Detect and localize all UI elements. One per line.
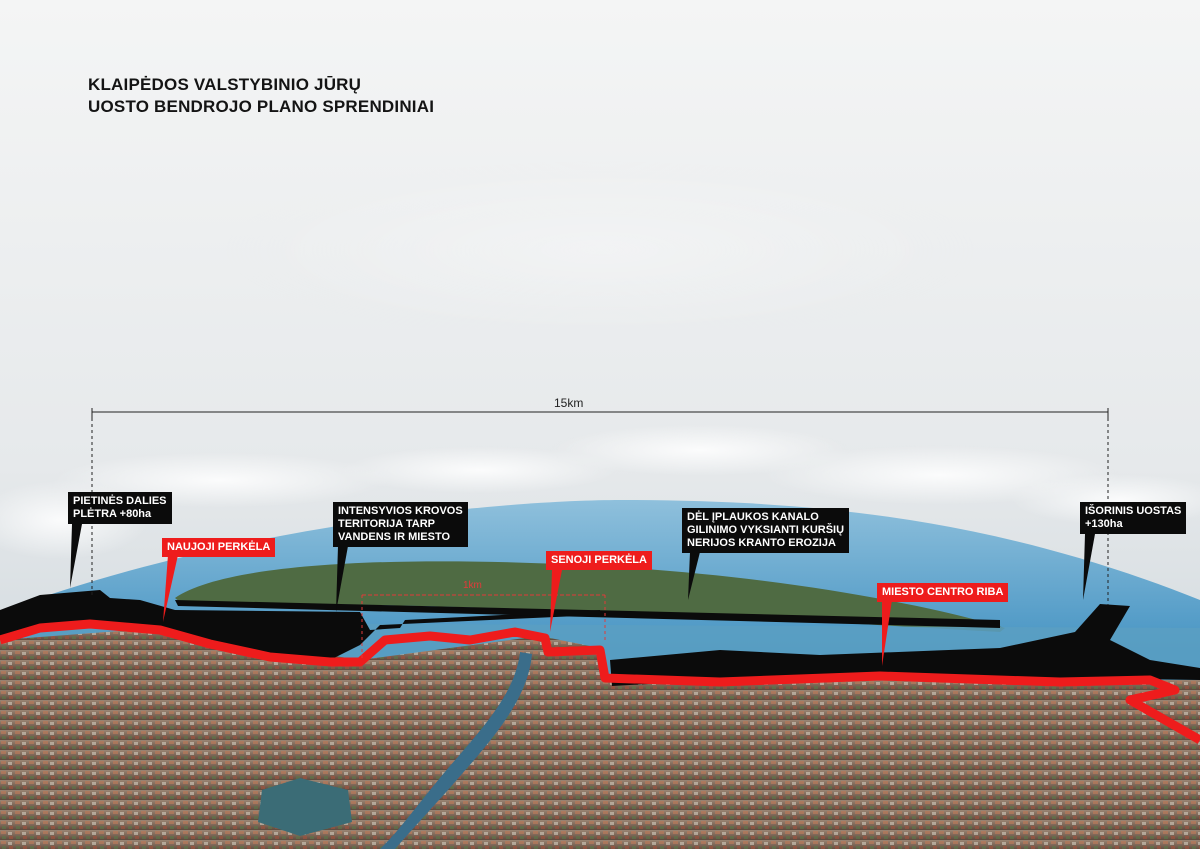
callout-line: TERITORIJA TARP [338,518,435,530]
title-line-2: UOSTO BENDROJO PLANO SPRENDINIAI [88,97,435,116]
castle-fortress [258,778,352,836]
scale-bar-15km [91,408,1109,605]
callout-line: DĖL ĮPLAUKOS KANALO [687,511,819,523]
callout-outer-port: IŠORINIS UOSTAS +130ha [1080,502,1187,534]
scale-total-label: 15km [554,396,584,410]
callout-line: NERIJOS KRANTO EROZIJA [687,537,836,549]
callout-line: IŠORINIS UOSTAS [1085,505,1182,517]
callout-line: NAUJOJI PERKĖLA [167,541,271,553]
dane-river [380,652,532,849]
curonian-spit [175,561,1005,632]
callout-old-ferry: SENOJI PERKĖLA [546,551,652,570]
callout-spit-erosion: DĖL ĮPLAUKOS KANALO GILINIMO VYKSIANTI K… [682,508,850,553]
callout-line: PLĖTRA +80ha [73,508,152,520]
callout-new-ferry: NAUJOJI PERKĖLA [162,538,276,557]
port-east [610,604,1200,686]
callout-intensive-cargo: INTENSYVIOS KROVOS TERITORIJA TARP VANDE… [333,502,468,547]
port-ridge [175,600,1000,628]
page-title: KLAIPĖDOS VALSTYBINIO JŪRŲ UOSTO BENDROJ… [88,74,434,118]
callout-line: SENOJI PERKĖLA [551,554,647,566]
scale-bar-1km [361,594,606,660]
port-area [0,590,600,660]
callout-line: INTENSYVIOS KROVOS [338,505,463,517]
city-boundary-line [0,619,1200,744]
callout-city-center-boundary: MIESTO CENTRO RIBA [877,583,1009,602]
callout-south-expansion: PIETINĖS DALIES PLĖTRA +80ha [68,492,172,524]
scale-segment-label: 1km [463,580,482,591]
callout-line: GILINIMO VYKSIANTI KURŠIŲ [687,524,845,536]
callout-line: +130ha [1085,518,1123,530]
callout-line: VANDENS IR MIESTO [338,531,451,543]
title-line-1: KLAIPĖDOS VALSTYBINIO JŪRŲ [88,75,362,94]
callout-line: MIESTO CENTRO RIBA [882,586,1004,598]
callout-pointers [70,524,1095,666]
callout-line: PIETINĖS DALIES [73,495,167,507]
